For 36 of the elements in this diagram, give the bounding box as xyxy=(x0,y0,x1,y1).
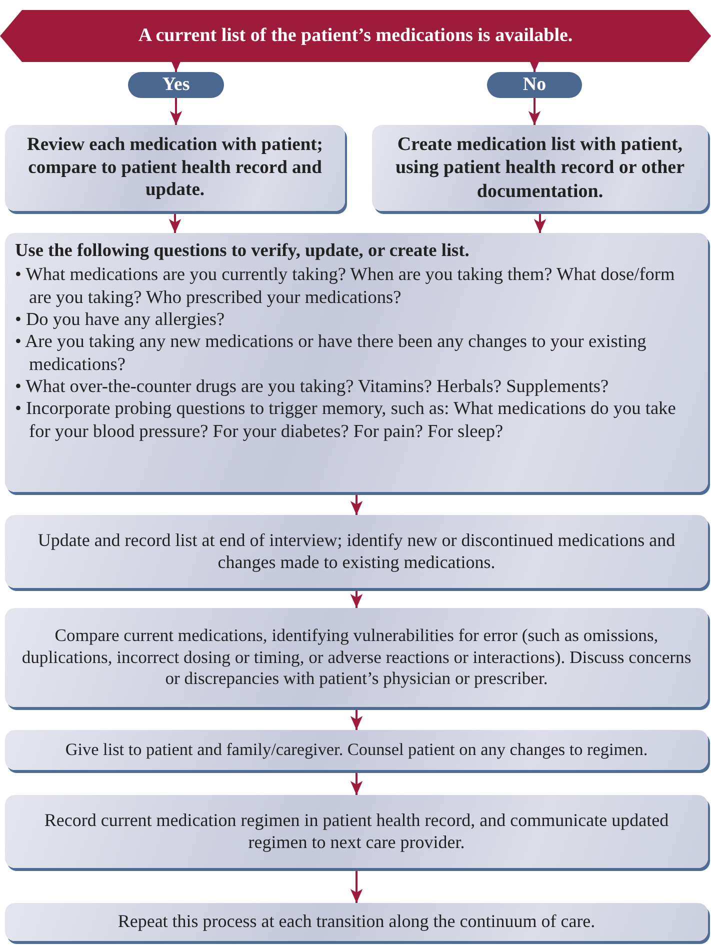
step-text: Update and record list at end of interview; identify new or discontinued medications and changes made to existing medications. xyxy=(36,530,676,574)
answer-pill xyxy=(128,72,224,98)
answer-label: No xyxy=(522,73,548,97)
step-text: Record current medication regimen in patient health record, and communicate updated regimen to next care provider. xyxy=(43,810,670,854)
question-item: • Incorporate probing questions to trigger memory, such as: What medications do you take for your blood pressure? For your diabetes? For pain? For sleep? xyxy=(15,397,677,442)
list-heading: Use the following questions to verify, update, or create list. xyxy=(15,239,470,262)
process-box xyxy=(5,903,708,941)
step-text: Review each medication with patient; compare to patient health record and update. xyxy=(26,134,324,202)
process-box xyxy=(5,233,708,492)
question-item: • What over-the-counter drugs are you taking? Vitamins? Herbals? Supplements? xyxy=(15,374,610,398)
process-box xyxy=(372,125,708,211)
question-item: • What medications are you currently taking? When are you taking them? What dose/form are you taking? Who prescribed your medications? xyxy=(15,263,676,308)
arrow xyxy=(350,707,363,730)
step-text: Give list to patient and family/caregiver. Counsel patient on any changes to regimen. xyxy=(64,740,649,760)
arrow xyxy=(350,868,363,903)
arrow xyxy=(170,98,182,125)
banner-text: A current list of the patient’s medications is available. xyxy=(137,24,574,48)
question-item: • Do you have any allergies? xyxy=(15,308,226,330)
arrow xyxy=(528,98,541,125)
process-box xyxy=(5,608,708,707)
arrow xyxy=(350,588,363,608)
process-box xyxy=(5,730,708,770)
step-text: Compare current medications, identifying vulnerabilities for error (such as omissions, duplications, incorrect dosing or timing, or adverse reactions or interactions). Discuss concerns or discrepancies with patient’s physician or prescriber. xyxy=(20,625,692,690)
arrow xyxy=(534,211,546,233)
process-box xyxy=(5,515,708,588)
process-box xyxy=(5,795,708,868)
question-item: • Are you taking any new medications or have there been any changes to your existing medications? xyxy=(15,330,648,375)
arrow xyxy=(350,770,363,795)
step-text: Create medication list with patient, using patient health record or other documentation. xyxy=(394,133,686,203)
answer-label: Yes xyxy=(161,73,191,97)
decision-banner xyxy=(0,10,711,62)
step-text: Repeat this process at each transition along the continuum of care. xyxy=(116,911,596,933)
process-box xyxy=(5,125,345,211)
arrow xyxy=(350,492,363,515)
arrow xyxy=(168,211,182,233)
answer-pill xyxy=(487,72,582,98)
